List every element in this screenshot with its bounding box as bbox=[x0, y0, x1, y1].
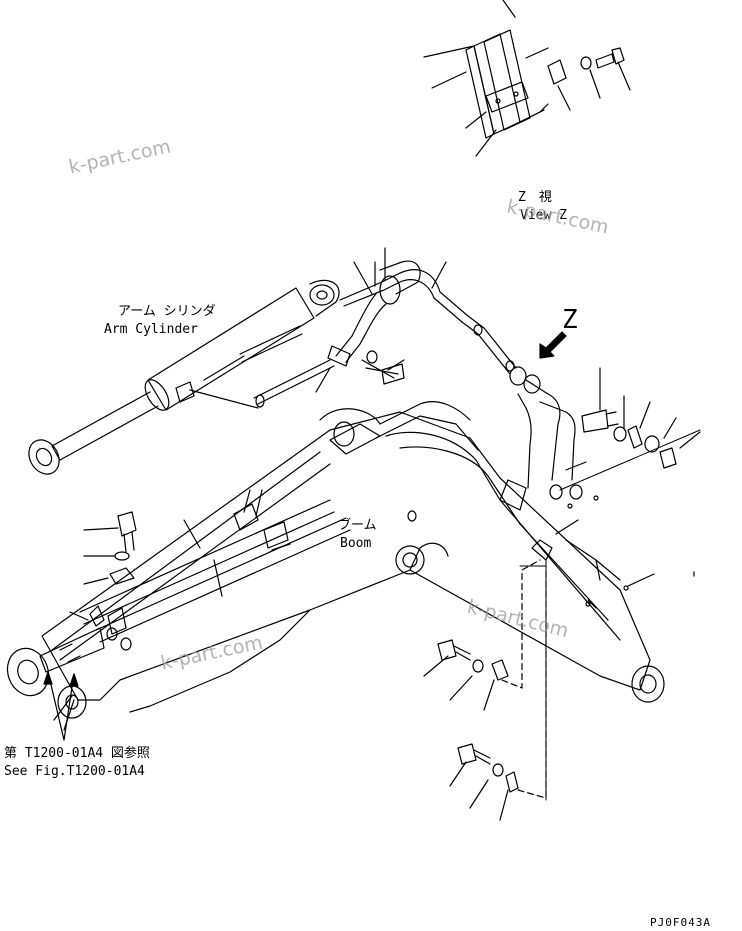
right-clamp-group bbox=[559, 367, 701, 509]
drawing-code: PJ0F043A bbox=[650, 916, 711, 929]
boom-label-jp: ブーム bbox=[338, 518, 377, 533]
arm-cylinder bbox=[28, 279, 340, 475]
bottom-bolt-sets bbox=[423, 559, 547, 821]
reference-label-jp: 第 T1200-01A4 図参照 bbox=[4, 746, 150, 761]
view-z-detail bbox=[423, 0, 631, 157]
leader-lines bbox=[555, 519, 695, 609]
boom-label-en: Boom bbox=[340, 536, 372, 551]
z-arrow bbox=[539, 331, 567, 359]
arm-cylinder-label-en: Arm Cylinder bbox=[104, 322, 198, 337]
boom bbox=[6, 401, 665, 719]
arm-cylinder-label-jp: アーム シリンダ bbox=[118, 304, 216, 319]
boom-pipes bbox=[39, 489, 351, 731]
left-clamp-group bbox=[69, 511, 137, 621]
upper-hoses bbox=[315, 247, 583, 500]
reference-arrows bbox=[43, 671, 79, 741]
reference-label-en: See Fig.T1200-01A4 bbox=[4, 764, 145, 779]
z-marker: Z bbox=[562, 305, 578, 335]
view-z-label-jp: Z 視 bbox=[518, 190, 552, 205]
view-z-label-en: View Z bbox=[520, 208, 567, 223]
